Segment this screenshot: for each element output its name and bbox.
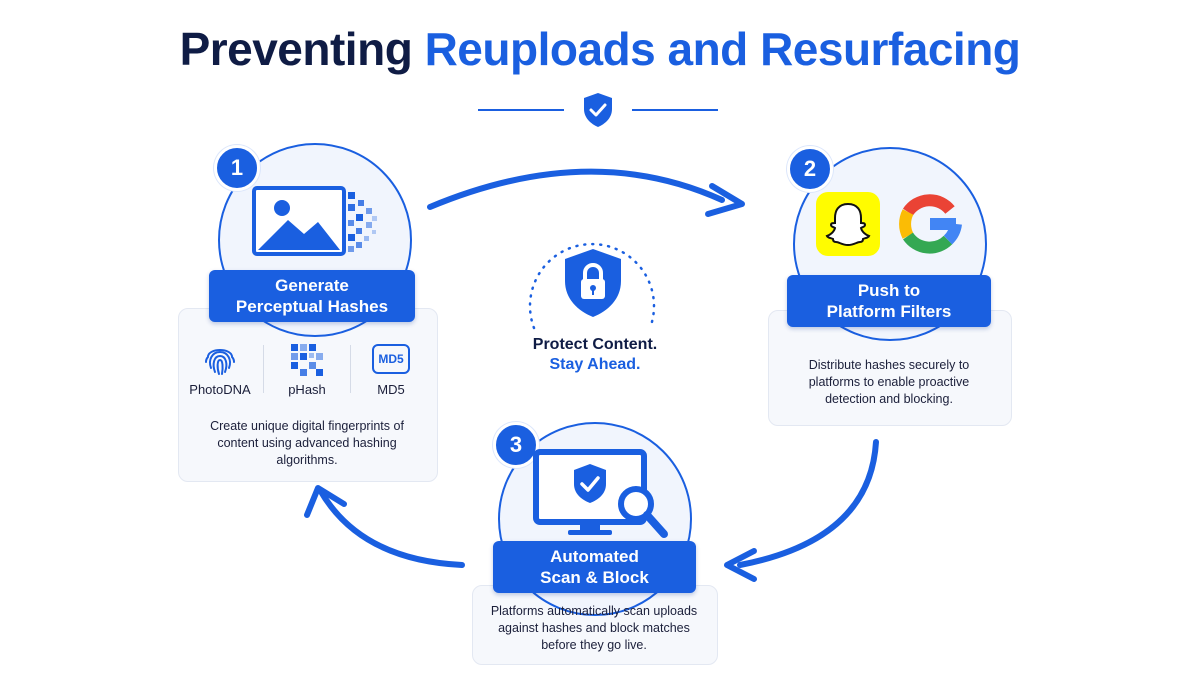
arrow-step3-to-step1: [317, 487, 465, 568]
step2-label-line1: Push to: [857, 281, 921, 300]
algo-divider-1: [263, 345, 264, 393]
step2-number-badge: 2: [787, 146, 833, 192]
image-hash-icon: [252, 186, 377, 256]
snapchat-logo: [816, 192, 880, 256]
google-logo: [899, 194, 962, 254]
step2-desc-line: Distribute hashes securely to: [808, 358, 970, 372]
arrow-head-2: [724, 548, 757, 582]
monitor-scan-icon: [533, 449, 668, 538]
center-line1: Protect Content.: [532, 336, 658, 353]
shield-check-icon: [584, 93, 612, 127]
arrow-head-1: [705, 183, 745, 217]
step3-label-line1: Automated: [550, 547, 639, 566]
step1-label-line2: Perceptual Hashes: [235, 297, 389, 316]
step1-card: [178, 308, 438, 482]
arrow-step2-to-step3: [737, 439, 879, 568]
algo-divider-2: [350, 345, 351, 393]
step1-desc-line: content using advanced hashing: [217, 436, 397, 450]
step2-desc-line: detection and blocking.: [825, 392, 953, 406]
step1-label-line1: Generate: [275, 276, 349, 295]
step3-description: Platforms automatically scan uploads aga…: [476, 603, 712, 654]
step2-label-line2: Platform Filters: [826, 302, 952, 321]
step3-label-line2: Scan & Block: [540, 568, 649, 587]
step3-desc-line: Platforms automatically scan uploads: [490, 604, 698, 618]
title-rule-right: [632, 109, 718, 111]
arrow-head-3: [304, 485, 347, 518]
shield-lock-icon: [565, 249, 621, 317]
step1-desc-line: algorithms.: [276, 453, 338, 467]
step3-number-badge: 3: [493, 422, 539, 468]
title-rule-left: [478, 109, 564, 111]
title-part-highlight: Reuploads and Resurfacing: [424, 23, 1021, 75]
step1-label: Generate Perceptual Hashes: [209, 270, 415, 322]
page-title: Preventing Reuploads and Resurfacing: [0, 22, 1200, 76]
step1-desc-line: Create unique digital fingerprints of: [210, 419, 404, 433]
title-part-dark: Preventing: [179, 23, 425, 75]
algo-name-md5: MD5: [377, 382, 405, 397]
center-line2: Stay Ahead.: [549, 356, 641, 373]
step1-description: Create unique digital fingerprints of co…: [190, 418, 424, 469]
arrow-step1-to-step2: [427, 168, 725, 210]
algo-name-photodna: PhotoDNA: [189, 382, 251, 397]
center-dotted-ring: [528, 242, 656, 330]
step2-desc-line: platforms to enable proactive: [808, 375, 970, 389]
step3-label: Automated Scan & Block: [493, 541, 696, 593]
md5-icon: MD5: [372, 344, 410, 374]
fingerprint-icon: [205, 349, 235, 375]
pixel-grid-icon: [291, 344, 323, 376]
step3-desc-line: before they go live.: [541, 638, 647, 652]
step3-desc-line: against hashes and block matches: [498, 621, 690, 635]
step1-number-badge: 1: [214, 145, 260, 191]
step2-description: Distribute hashes securely to platforms …: [774, 357, 1004, 408]
algo-name-phash: pHash: [288, 382, 326, 397]
step2-label: Push to Platform Filters: [787, 275, 991, 327]
